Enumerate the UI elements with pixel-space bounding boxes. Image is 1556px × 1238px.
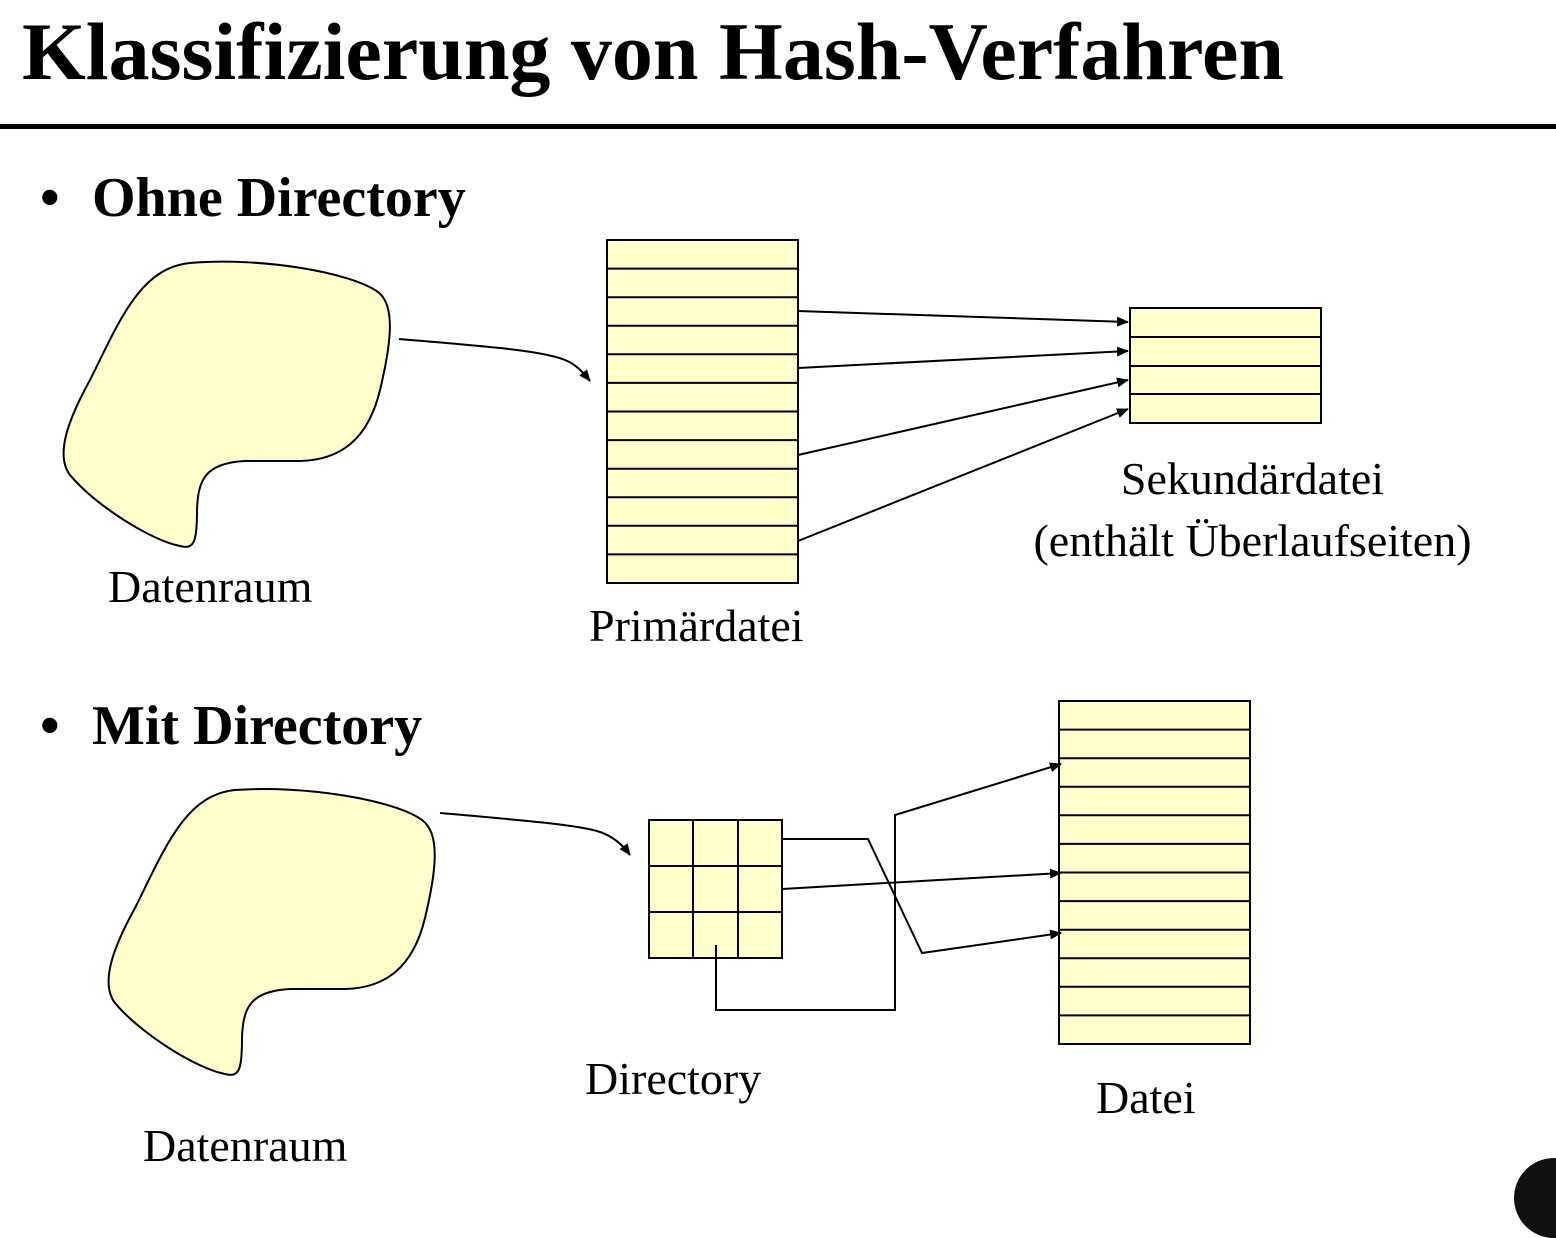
directory-pointers (715, 762, 1062, 1011)
directory-label: Directory (585, 1053, 762, 1104)
pointer-row3-to-bucket1 (715, 762, 1062, 1011)
primaerdatei-label: Primärdatei (589, 600, 804, 651)
overflow-arrow-4 (797, 408, 1129, 542)
slide-title: Klassifizierung von Hash-Verfahren (22, 6, 1284, 97)
datenraum-blob-1 (62, 260, 391, 548)
datenraum-blob-2 (107, 788, 436, 1076)
sekundaerdatei-label: Sekundärdatei (1120, 453, 1385, 504)
pointer-row1-to-bucket3 (782, 838, 1062, 955)
datei-rows (1059, 728, 1250, 1017)
hash-diagram (62, 239, 1322, 1076)
datei (1058, 700, 1251, 1045)
overflow-arrows (797, 310, 1129, 542)
directory-grid (648, 819, 783, 959)
datenraum-label-1: Datenraum (108, 561, 313, 612)
overflow-arrow-3 (797, 377, 1129, 456)
directory-box (648, 819, 783, 959)
bullet-dot: • (40, 167, 60, 229)
arrow-datenraum-to-primaerdatei (398, 338, 591, 382)
datenraum-label-2: Datenraum (143, 1120, 348, 1171)
overflow-arrow-1 (797, 310, 1129, 327)
section-mit-heading-text: Mit Directory (92, 695, 423, 757)
pointer-row2-to-bucket2 (781, 868, 1062, 890)
sekundaerdatei (1129, 307, 1322, 424)
primaerdatei-rows (607, 267, 798, 556)
section-ohne-heading-text: Ohne Directory (92, 167, 466, 229)
bullet-dot: • (40, 695, 60, 757)
section-ohne-heading: • Ohne Directory (40, 166, 466, 230)
sekundaerdatei-sublabel: (enthält Überlaufseiten) (1033, 515, 1472, 566)
title-rule (0, 124, 1556, 129)
datei-label: Datei (1096, 1072, 1196, 1123)
section-mit-heading: • Mit Directory (40, 694, 422, 758)
primaerdatei (606, 239, 799, 584)
arrow-datenraum-to-directory (439, 812, 631, 856)
overflow-arrow-2 (797, 346, 1129, 369)
